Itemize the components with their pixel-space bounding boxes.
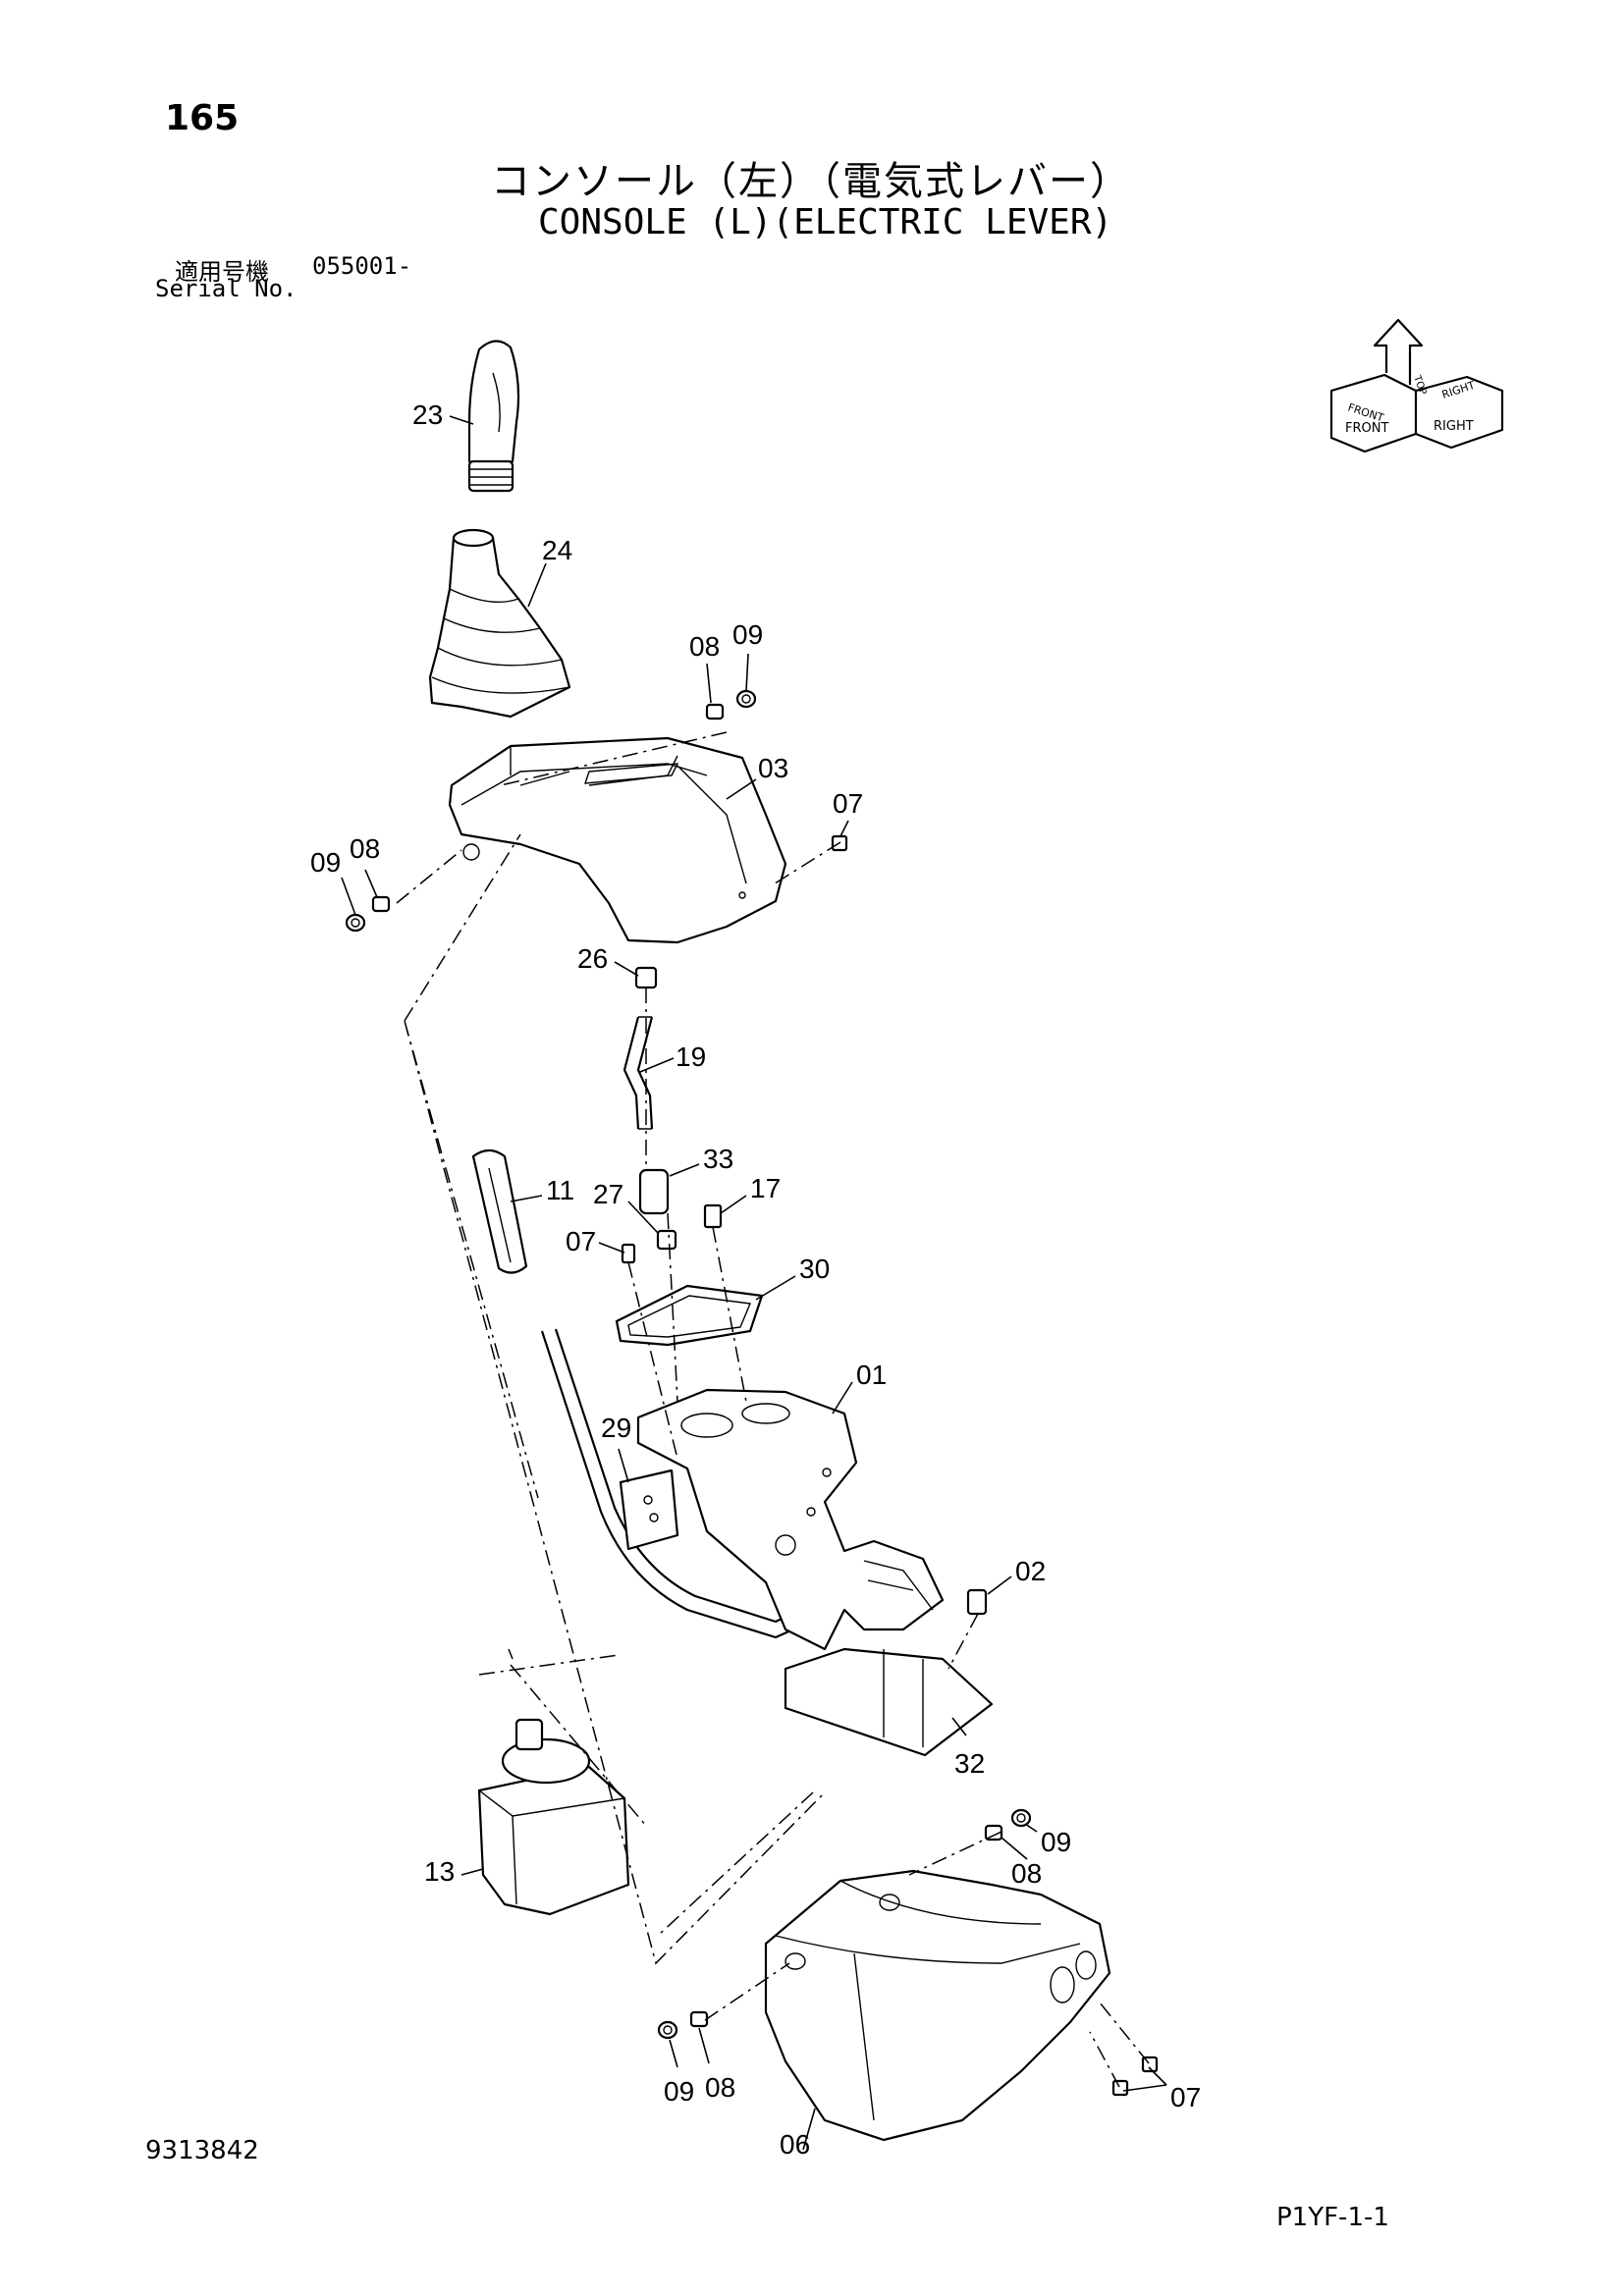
callout-07-right: 07 [833, 788, 863, 819]
callout-09-lower-left: 09 [664, 2076, 694, 2107]
callout-03: 03 [758, 753, 788, 783]
part-01-base-plate [784, 1647, 994, 1757]
fastener-09-left [345, 913, 366, 933]
leader-lines [341, 415, 1167, 2151]
part-24-rubber-boot [428, 528, 571, 719]
part-06-lower-cover [764, 1869, 1111, 2142]
part-26-cap [634, 966, 658, 989]
orientation-label-right-box: RIGHT [1434, 419, 1474, 434]
callout-30: 30 [799, 1254, 830, 1284]
callout-17: 17 [750, 1173, 781, 1203]
drawing-number: 9313842 [145, 2136, 259, 2165]
callout-labels: 23 24 08 09 03 07 09 08 26 19 33 11 27 1… [310, 400, 1201, 2160]
title-english: CONSOLE (L)(ELECTRIC LEVER) [538, 202, 1113, 242]
assembly-lines [396, 731, 1150, 2088]
callout-13: 13 [424, 1856, 455, 1887]
orientation-label-front-box: FRONT [1345, 421, 1388, 436]
callout-26: 26 [577, 943, 608, 974]
fastener-08-lower-right [984, 1824, 1003, 1842]
part-27-nut [656, 1229, 677, 1251]
callout-24: 24 [542, 535, 572, 565]
callout-06: 06 [780, 2129, 810, 2160]
fastener-07-lower-b [1111, 2079, 1129, 2097]
fastener-08-left [371, 895, 391, 913]
part-17-bolt [703, 1203, 723, 1229]
callout-02: 02 [1015, 1556, 1046, 1586]
callout-23: 23 [412, 400, 443, 430]
lever-rod [540, 1328, 816, 1639]
fastener-09-lower-right [1010, 1808, 1032, 1828]
callout-19: 19 [676, 1041, 706, 1072]
callout-08-top: 08 [689, 631, 720, 662]
fastener-09-top [735, 689, 757, 709]
callout-08-lower-left: 08 [705, 2072, 735, 2103]
part-29-plate [619, 1468, 679, 1551]
callout-07-lower: 07 [1170, 2082, 1201, 2112]
callout-27: 27 [593, 1179, 623, 1209]
callout-11: 11 [546, 1175, 574, 1205]
part-19-rod [623, 1016, 654, 1130]
part-03-console-cover [448, 736, 787, 944]
callout-08-lower-right: 08 [1011, 1858, 1042, 1889]
part-23-lever-grip [467, 340, 520, 493]
callout-09-left: 09 [310, 847, 341, 878]
part-33-sleeve [638, 1168, 670, 1215]
orientation-label-top: TOP [1411, 373, 1429, 397]
fastener-09-lower-left [657, 2020, 678, 2040]
callout-09-lower-right: 09 [1041, 1827, 1071, 1857]
callout-08-left: 08 [350, 833, 380, 864]
part-07-small-bolt [621, 1243, 636, 1264]
sheet-code: P1YF-1-1 [1276, 2203, 1389, 2232]
callout-07-mid: 07 [566, 1226, 596, 1256]
callout-01: 01 [856, 1360, 887, 1390]
serial-label-english: Serial No. [155, 275, 298, 302]
callout-33: 33 [703, 1144, 733, 1174]
part-13-switch-box [477, 1718, 630, 1916]
fastener-08-lower-left [689, 2010, 709, 2028]
serial-label-japanese: 適用号機 [175, 258, 269, 286]
part-30-gasket [615, 1284, 764, 1347]
orientation-icon: FRONT TOP RIGHT FRONT RIGHT [1329, 318, 1504, 454]
fastener-08-top [705, 703, 725, 721]
part-02-bolt [966, 1588, 988, 1616]
part-11-cover-sleeve [471, 1148, 528, 1274]
callout-09-top: 09 [732, 619, 763, 650]
serial-value: 055001- [312, 252, 412, 280]
callout-32: 32 [954, 1748, 985, 1779]
callout-29: 29 [601, 1413, 631, 1443]
part-01-main-bracket [636, 1388, 945, 1651]
title-japanese: コンソール（左）（電気式レバー） [491, 159, 1131, 204]
page-number: 165 [165, 98, 240, 138]
